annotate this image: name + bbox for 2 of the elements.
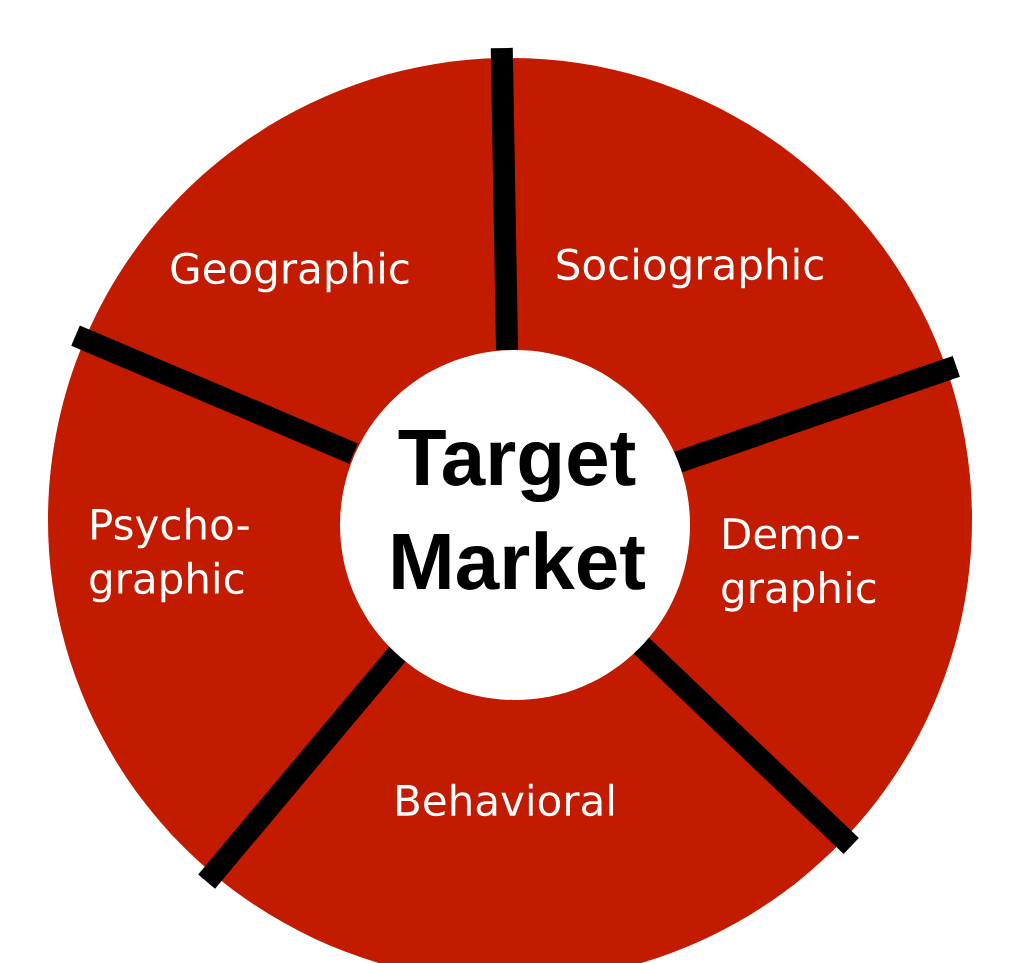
node-label: Geographic [171, 251, 409, 293]
node-label: Demo- graphic [722, 518, 876, 612]
